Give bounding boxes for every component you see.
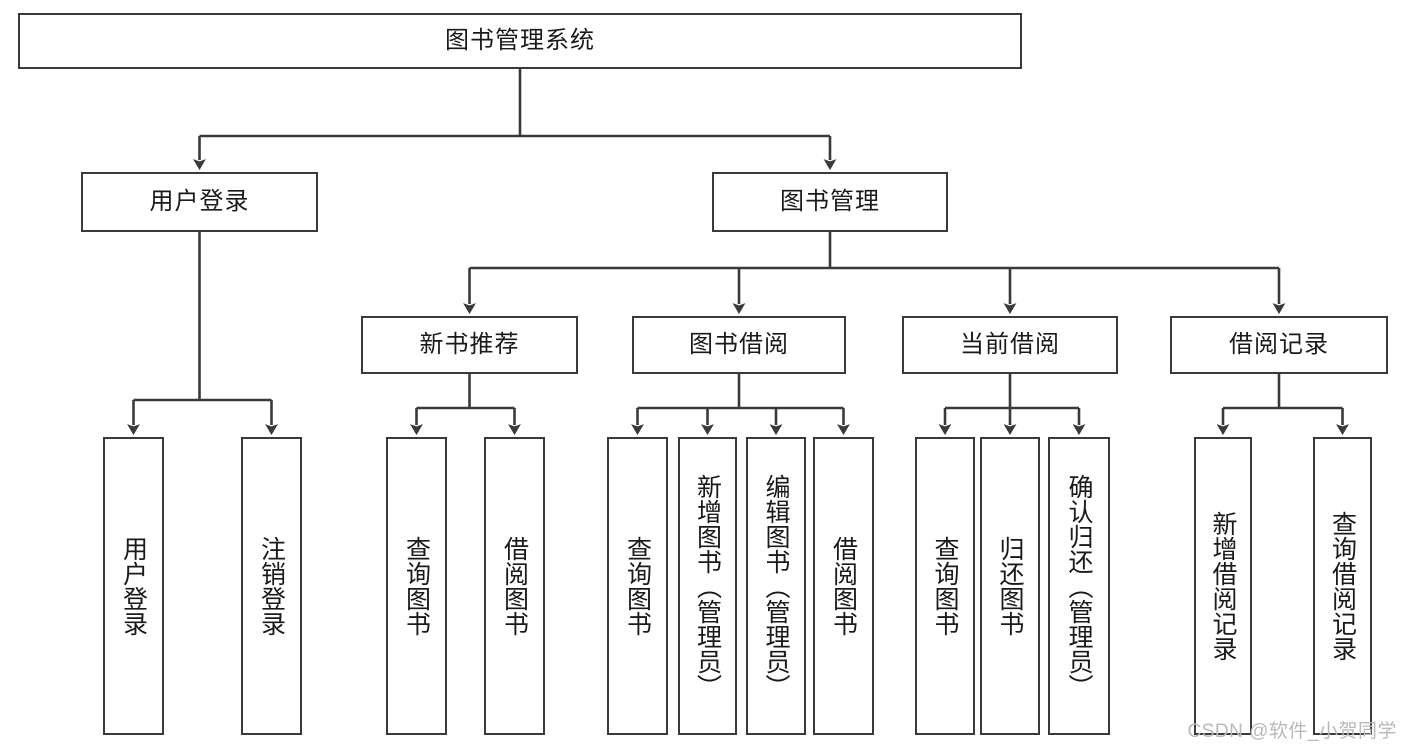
node-leaf-user-login[interactable]: 用户登录: [103, 437, 164, 735]
node-label: 归还图书: [996, 536, 1024, 636]
node-label: 借阅图书: [829, 536, 858, 636]
node-label: 借阅图书: [500, 536, 529, 636]
node-new-book-rec[interactable]: 新书推荐: [361, 316, 578, 374]
node-label: 确认归还（管理员）: [1065, 473, 1093, 699]
node-label: 用户登录: [119, 536, 148, 636]
node-label: 新书推荐: [419, 330, 520, 358]
node-leaf-query-book-bor[interactable]: 查询图书: [607, 437, 668, 735]
watermark-csdn: CSDN @软件_小贺同学: [1187, 721, 1397, 742]
node-label: 查询图书: [931, 536, 959, 636]
node-label: 查询借阅记录: [1328, 511, 1357, 661]
node-label: 借阅记录: [1229, 330, 1329, 358]
node-leaf-add-book[interactable]: 新增图书（管理员）: [678, 437, 737, 735]
node-leaf-confirm-return[interactable]: 确认归还（管理员）: [1048, 437, 1110, 735]
node-label: 查询图书: [402, 536, 431, 636]
node-user-login[interactable]: 用户登录: [81, 172, 318, 232]
node-book-borrow[interactable]: 图书借阅: [632, 316, 846, 374]
node-label: 当前借阅: [960, 330, 1060, 358]
node-current-borrow[interactable]: 当前借阅: [902, 316, 1118, 374]
node-leaf-query-book-cur[interactable]: 查询图书: [915, 437, 975, 735]
node-label: 注销登录: [257, 536, 286, 636]
node-label: 新增图书（管理员）: [693, 473, 722, 699]
node-leaf-return-book[interactable]: 归还图书: [980, 437, 1040, 735]
node-label: 查询图书: [623, 536, 652, 636]
node-label: 用户登录: [149, 187, 250, 215]
node-leaf-borrow-book[interactable]: 借阅图书: [813, 437, 874, 735]
node-book-manage[interactable]: 图书管理: [712, 172, 948, 232]
node-leaf-query-record[interactable]: 查询借阅记录: [1313, 437, 1372, 735]
node-leaf-query-book-rec[interactable]: 查询图书: [386, 437, 447, 735]
node-leaf-edit-book[interactable]: 编辑图书（管理员）: [746, 437, 806, 735]
node-label: 图书借阅: [689, 330, 789, 358]
node-label: 图书管理: [780, 187, 880, 215]
node-leaf-borrow-book-rec[interactable]: 借阅图书: [484, 437, 545, 735]
node-root[interactable]: 图书管理系统: [18, 13, 1022, 69]
node-label: 编辑图书（管理员）: [762, 473, 790, 699]
node-leaf-add-record[interactable]: 新增借阅记录: [1194, 437, 1252, 735]
node-label: 新增借阅记录: [1209, 511, 1237, 661]
node-leaf-logout[interactable]: 注销登录: [241, 437, 302, 735]
node-label: 图书管理系统: [445, 26, 595, 54]
node-borrow-record[interactable]: 借阅记录: [1170, 316, 1388, 374]
